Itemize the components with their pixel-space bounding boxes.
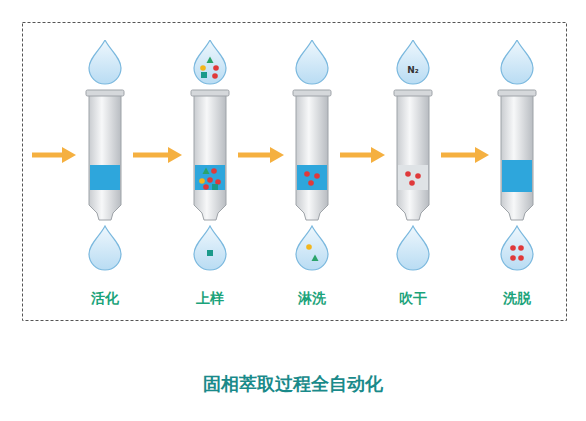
flow-arrow xyxy=(133,147,182,163)
spe-column-step: 洗脱 xyxy=(492,40,542,310)
column-illustration xyxy=(492,40,542,310)
spe-column-step: 吹干 xyxy=(388,40,438,310)
step-name: 吹干 xyxy=(388,290,438,308)
lead-in-arrow xyxy=(32,147,76,163)
step-name: 淋洗 xyxy=(287,290,337,308)
column-illustration xyxy=(185,40,235,310)
step-name: 洗脱 xyxy=(492,290,542,308)
caption: 固相萃取过程全自动化 xyxy=(0,372,586,396)
dashed-frame xyxy=(23,23,567,321)
spe-column-step: 淋洗 xyxy=(287,40,337,310)
column-illustration xyxy=(80,40,130,310)
flow-arrow xyxy=(340,147,385,163)
flow-arrow xyxy=(238,147,284,163)
flow-arrow xyxy=(441,147,489,163)
spe-column-step: 活化 xyxy=(80,40,130,310)
column-illustration xyxy=(287,40,337,310)
column-illustration xyxy=(388,40,438,310)
gas-label: N₂ xyxy=(407,65,418,75)
step-name: 活化 xyxy=(80,290,130,308)
step-name: 上样 xyxy=(185,290,235,308)
spe-column-step: 上样 xyxy=(185,40,235,310)
